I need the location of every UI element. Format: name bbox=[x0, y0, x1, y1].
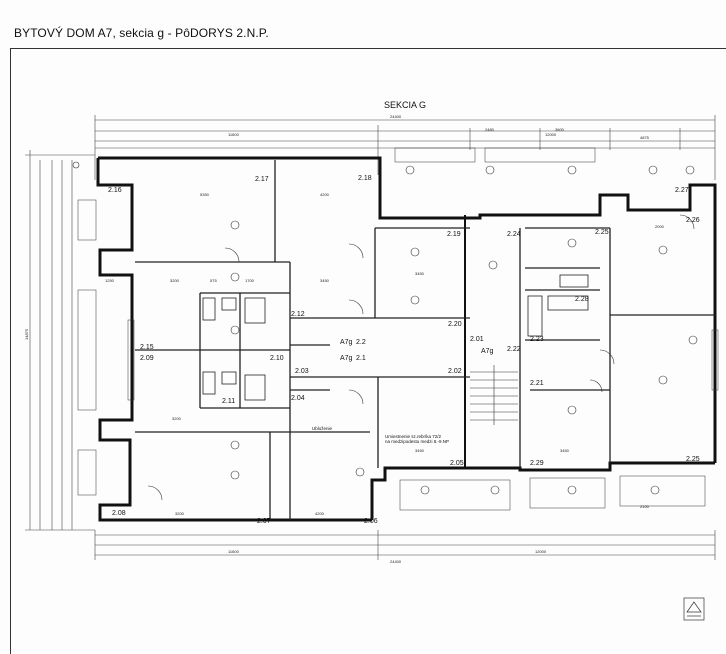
staircase bbox=[470, 365, 518, 425]
dim-overall-bottom: 24400 bbox=[390, 559, 402, 564]
room-label: 2.18 bbox=[358, 175, 372, 182]
room-label: 2.26 bbox=[686, 217, 700, 224]
section-label: SEKCIA G bbox=[384, 100, 426, 110]
room-label: 2.20 bbox=[448, 321, 462, 328]
dim-text: 3450 bbox=[320, 278, 330, 283]
dim-text: 1250 bbox=[105, 278, 115, 283]
room-label: 2.01 bbox=[470, 336, 484, 343]
top-dimension-lines bbox=[94, 115, 716, 180]
interior-walls bbox=[135, 160, 715, 520]
dim-text: 5350 bbox=[200, 192, 210, 197]
sanitary-fixtures bbox=[202, 274, 589, 401]
dim-text: 3450 bbox=[560, 448, 570, 453]
room-label: 2.10 bbox=[270, 355, 284, 362]
sheet-frame bbox=[10, 48, 726, 654]
dim-text: 2100 bbox=[640, 504, 650, 509]
dim-text: 3450 bbox=[415, 448, 425, 453]
dim-text: 575 bbox=[210, 278, 217, 283]
room-label: 2.08 bbox=[112, 510, 126, 517]
room-label: 2.02 bbox=[448, 368, 462, 375]
room-label: 2.15 bbox=[140, 344, 154, 351]
room-label: 2.29 bbox=[530, 460, 544, 467]
room-label: 2.22 bbox=[507, 346, 521, 353]
stair-label: A7g bbox=[340, 339, 353, 346]
dim-text: 2480 bbox=[485, 127, 495, 132]
dim-overall-top: 24400 bbox=[390, 114, 402, 119]
dim-text: 2000 bbox=[655, 224, 665, 229]
dim-left-total: 14875 bbox=[24, 328, 29, 340]
external-walls bbox=[96, 156, 717, 522]
room-label: 2.16 bbox=[108, 187, 122, 194]
dim-text: 1700 bbox=[245, 278, 255, 283]
dim-text: 4875 bbox=[640, 135, 650, 140]
dim-text: 3450 bbox=[415, 271, 425, 276]
room-label: 2.04 bbox=[291, 395, 305, 402]
room-label: 2.05 bbox=[450, 460, 464, 467]
room-label: 2.28 bbox=[575, 296, 589, 303]
dim-text: 3200 bbox=[170, 278, 180, 283]
door-swings bbox=[147, 214, 695, 501]
dim-top-right: 12000 bbox=[545, 132, 557, 137]
note-text: Ubloženie bbox=[312, 426, 333, 431]
dim-text: 3600 bbox=[555, 127, 565, 132]
room-label: 2.09 bbox=[140, 355, 154, 362]
room-label: 2.03 bbox=[295, 368, 309, 375]
stair-label: A7g bbox=[340, 355, 353, 362]
room-label: 2.19 bbox=[447, 231, 461, 238]
note-text: na medzipodestu medzi 8.-9.NP bbox=[385, 439, 449, 444]
dim-text: 4200 bbox=[315, 511, 325, 516]
room-label: 2.24 bbox=[507, 231, 521, 238]
room-label: 2.17 bbox=[255, 176, 269, 183]
room-label: 2.27 bbox=[675, 187, 689, 194]
room-label: 2.12 bbox=[291, 311, 305, 318]
dim-bottom-right: 12000 bbox=[535, 549, 547, 554]
sheet-title: BYTOVÝ DOM A7, sekcia g - PôDORYS 2.N.P. bbox=[14, 26, 269, 40]
bottom-dimension-lines bbox=[94, 530, 716, 560]
dim-text: 3200 bbox=[175, 511, 185, 516]
dim-text: 4200 bbox=[320, 192, 330, 197]
note-text: Umiestnenie sz.rebríka 72/2 bbox=[385, 434, 442, 439]
room-label: 2.25 bbox=[686, 456, 700, 463]
stair-number: 2.2 bbox=[356, 339, 366, 346]
windows bbox=[77, 147, 719, 511]
dim-bottom-left: 11600 bbox=[228, 549, 240, 554]
north-arrow-icon bbox=[683, 597, 705, 621]
room-label: 2.25 bbox=[595, 229, 609, 236]
room-label: 2.21 bbox=[530, 380, 544, 387]
room-label: 2.07 bbox=[257, 518, 271, 525]
stair-number: 2.1 bbox=[356, 355, 366, 362]
dim-text: 3200 bbox=[172, 416, 182, 421]
grid-markers bbox=[72, 161, 698, 495]
room-label: 2.23 bbox=[530, 336, 544, 343]
stair-label: A7g bbox=[481, 348, 494, 355]
room-label: 2.06 bbox=[364, 518, 378, 525]
dim-top-left: 11600 bbox=[228, 132, 240, 137]
left-dimension-lines bbox=[25, 150, 95, 531]
room-label: 2.11 bbox=[222, 398, 235, 405]
